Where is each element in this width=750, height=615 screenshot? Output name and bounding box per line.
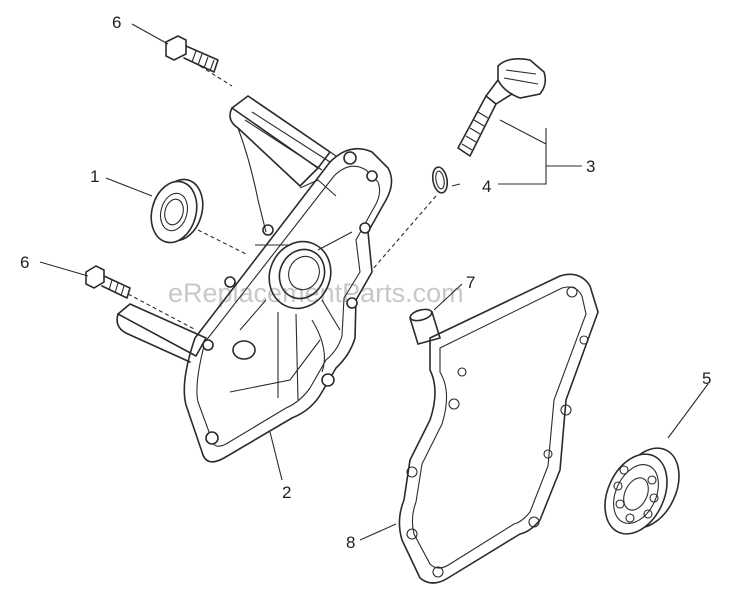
callout-5: 5 xyxy=(702,369,711,388)
bolt-upper xyxy=(165,35,219,73)
callout-2: 2 xyxy=(282,483,291,502)
oil-seal xyxy=(150,178,204,244)
o-ring xyxy=(431,166,449,194)
gasket xyxy=(398,273,599,584)
dipstick-cap xyxy=(457,58,547,157)
callout-1: 1 xyxy=(90,167,99,186)
callout-4: 4 xyxy=(482,177,491,196)
crankcase-cover xyxy=(116,95,393,463)
callout-7: 7 xyxy=(466,273,475,292)
bolt-lower xyxy=(85,265,131,299)
ball-bearing xyxy=(604,447,680,535)
callout-6-upper: 6 xyxy=(112,13,121,32)
dowel-pin xyxy=(408,308,442,345)
callout-6-lower: 6 xyxy=(20,253,29,272)
callout-8: 8 xyxy=(346,533,355,552)
callout-3: 3 xyxy=(586,157,595,176)
leader-lines xyxy=(39,23,709,541)
